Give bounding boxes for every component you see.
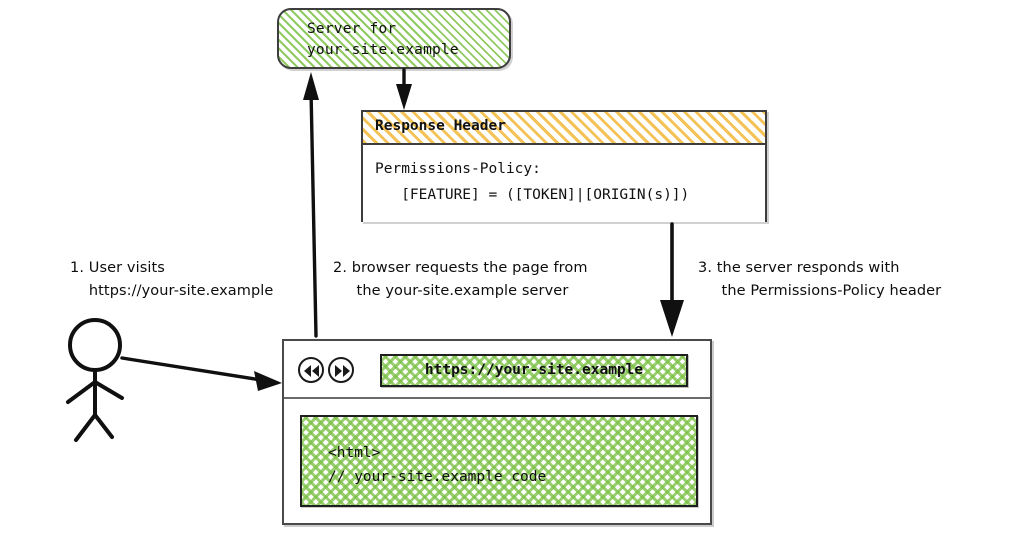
fast-forward-icon[interactable] xyxy=(328,357,354,383)
annotation-step-3: 3. the server responds with the Permissi… xyxy=(698,260,942,299)
arrow-server-to-response xyxy=(396,68,412,110)
server-box: Server for your-site.example xyxy=(277,8,511,69)
rewind-icon[interactable] xyxy=(298,357,324,383)
response-header-body-text: Permissions-Policy: [FEATURE] = ([TOKEN]… xyxy=(375,161,690,203)
response-header-title-bar: Response Header xyxy=(363,112,765,145)
annotation-step-2: 2. browser requests the page from the yo… xyxy=(333,260,588,299)
response-header-title: Response Header xyxy=(375,118,506,134)
annotation-step-1: 1. User visits https://your-site.example xyxy=(70,260,274,299)
browser-window: https://your-site.example <html> // your… xyxy=(282,339,712,525)
url-text: https://your-site.example xyxy=(424,362,644,378)
browser-toolbar: https://your-site.example xyxy=(284,341,710,399)
page-code-text: <html> // your-site.example code xyxy=(328,445,547,485)
browser-page-content: <html> // your-site.example code xyxy=(300,415,698,507)
url-bar[interactable]: https://your-site.example xyxy=(380,354,688,387)
server-label: Server for your-site.example xyxy=(307,21,459,58)
arrow-response-to-browser xyxy=(660,222,684,337)
stick-figure-icon xyxy=(66,318,124,442)
response-header-body: Permissions-Policy: [FEATURE] = ([TOKEN]… xyxy=(363,145,765,222)
response-header-card: Response Header Permissions-Policy: [FEA… xyxy=(361,110,767,222)
arrow-user-to-browser xyxy=(120,356,282,391)
arrow-browser-to-server xyxy=(303,72,319,338)
